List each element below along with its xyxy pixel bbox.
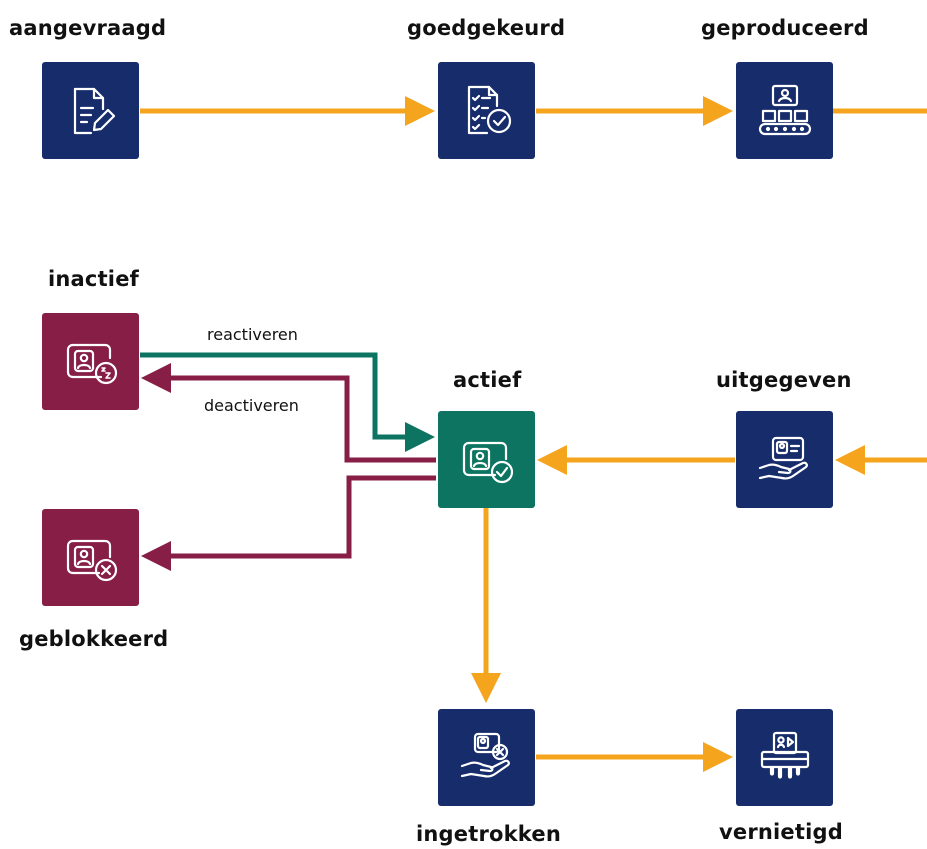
label-uitgegeven: uitgegeven (716, 368, 852, 392)
hand-card-icon (758, 436, 808, 479)
edge-label-reactivate: reactiveren (207, 325, 298, 344)
node-geproduceerd (736, 62, 833, 159)
edge-deactivate (140, 363, 436, 463)
id-card-sleep-icon (66, 343, 117, 384)
label-vernietigd: vernietigd (719, 820, 843, 844)
label-actief: actief (453, 368, 522, 392)
label-geproduceerd: geproduceerd (701, 16, 869, 40)
id-card-check-icon (462, 441, 513, 483)
node-aangevraagd (42, 62, 139, 159)
node-goedgekeurd (438, 62, 535, 159)
label-geblokkeerd: geblokkeerd (19, 627, 169, 651)
node-ingetrokken (438, 709, 535, 806)
edge-label-deactivate: deactiveren (204, 396, 299, 415)
id-card-blocked-icon (66, 539, 117, 581)
label-ingetrokken: ingetrokken (416, 822, 562, 846)
node-vernietigd (736, 709, 833, 806)
card-shredder-icon (760, 731, 809, 779)
label-inactief: inactief (48, 267, 139, 291)
edge-block (140, 475, 436, 571)
document-edit-icon (73, 87, 115, 134)
node-actief (438, 411, 535, 508)
node-geblokkeerd (42, 509, 139, 606)
label-aangevraagd: aangevraagd (9, 16, 167, 40)
checklist-approved-icon (467, 85, 511, 134)
label-goedgekeurd: goedgekeurd (407, 16, 566, 40)
hand-card-revoked-icon (460, 732, 510, 777)
node-uitgegeven (736, 411, 833, 508)
edge-reactivate (140, 352, 436, 452)
production-line-icon (758, 84, 811, 135)
node-inactief (42, 313, 139, 410)
